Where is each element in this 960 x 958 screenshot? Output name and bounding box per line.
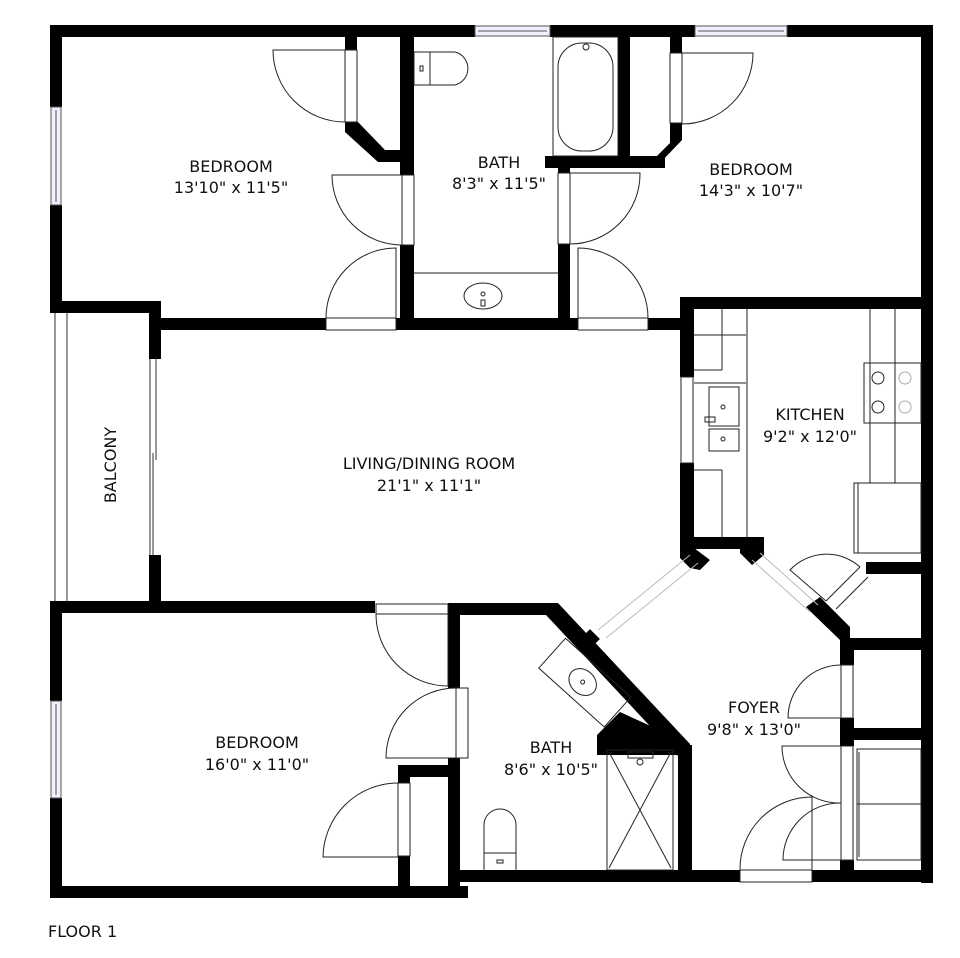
bathtub-icon <box>552 36 619 157</box>
toilet-icon <box>413 51 469 86</box>
room-name-foyer: FOYER <box>728 698 780 717</box>
kitchen-counter-left <box>694 309 748 537</box>
toilet-icon <box>483 808 517 870</box>
floor-label: FLOOR 1 <box>48 922 118 941</box>
washer-dryer-icon <box>856 748 922 861</box>
room-dim-bath-north: 8'3" x 11'5" <box>452 174 546 193</box>
shower-icon <box>606 749 674 871</box>
room-dim-kitchen: 9'2" x 12'0" <box>763 427 857 446</box>
room-name-bedroom-nw: BEDROOM <box>189 157 273 176</box>
fixtures <box>413 36 922 871</box>
room-dim-bedroom-ne: 14'3" x 10'7" <box>699 181 803 200</box>
doors <box>272 49 869 883</box>
room-dim-foyer: 9'8" x 13'0" <box>707 720 801 739</box>
room-dim-bedroom-nw: 13'10" x 11'5" <box>174 178 288 197</box>
kitchen-sink-icon <box>704 386 740 452</box>
walls <box>50 25 933 898</box>
sink-icon <box>538 637 632 728</box>
kitchen-counter-right <box>869 309 896 483</box>
room-name-bath-north: BATH <box>478 153 520 172</box>
refrigerator-icon <box>853 482 922 554</box>
stove-icon <box>863 362 922 424</box>
room-dim-bath-south: 8'6" x 10'5" <box>504 760 598 779</box>
room-dim-bedroom-sw: 16'0" x 11'0" <box>205 755 309 774</box>
room-dim-living-dining: 21'1" x 11'1" <box>377 476 481 495</box>
room-labels: BEDROOM 13'10" x 11'5" BATH 8'3" x 11'5"… <box>101 153 857 779</box>
balcony-railing <box>54 313 157 601</box>
room-name-kitchen: KITCHEN <box>775 405 844 424</box>
room-name-balcony: BALCONY <box>101 427 120 504</box>
room-name-living-dining: LIVING/DINING ROOM <box>343 454 515 473</box>
sink-icon <box>414 272 558 310</box>
room-name-bedroom-sw: BEDROOM <box>215 733 299 752</box>
room-name-bedroom-ne: BEDROOM <box>709 160 793 179</box>
room-name-bath-south: BATH <box>530 738 572 757</box>
windows <box>50 25 788 799</box>
